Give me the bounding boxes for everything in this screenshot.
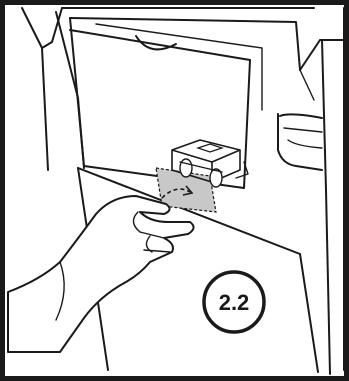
hand-icon <box>8 196 194 352</box>
printer-panel[interactable] <box>70 18 262 188</box>
step-label: 2.2 <box>219 290 250 315</box>
panel-handle-icon[interactable] <box>136 36 176 49</box>
side-latch-icon[interactable] <box>278 114 322 170</box>
step-badge: 2.2 <box>204 272 264 332</box>
